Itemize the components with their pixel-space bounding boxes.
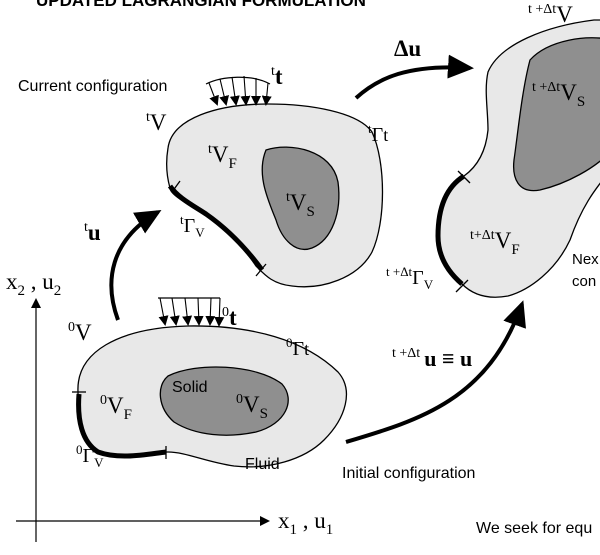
displacement-u-label: tu bbox=[84, 220, 101, 245]
initial-traction-arrows bbox=[158, 297, 225, 327]
current-boundary-tick-2 bbox=[255, 263, 267, 277]
initial-configuration bbox=[72, 297, 347, 468]
current-traction-arrows bbox=[205, 75, 272, 106]
initial-volume-label: 0V bbox=[68, 320, 92, 345]
next-solid-region bbox=[512, 37, 600, 192]
next-gamma-v-label: t +ΔtΓV bbox=[386, 264, 434, 292]
initial-traction-label: 0t bbox=[222, 305, 237, 330]
incremental-displacement-label: Δu bbox=[394, 36, 421, 61]
current-solid-region bbox=[261, 146, 340, 250]
x-axis-label: x1 , u1 bbox=[278, 508, 333, 538]
next-solid-volume-label: t +ΔtVS bbox=[532, 80, 585, 110]
next-boundary-tick-1 bbox=[457, 170, 471, 184]
current-boundary-tick-1 bbox=[171, 180, 181, 193]
next-configuration bbox=[435, 19, 600, 298]
initial-gamma-v-boundary bbox=[76, 393, 167, 459]
displacement-u-arrow bbox=[109, 209, 162, 321]
current-volume-label: tV bbox=[146, 110, 167, 135]
next-volume-label: t +ΔtV bbox=[528, 2, 573, 27]
current-traction-label: tt bbox=[271, 64, 283, 89]
current-gamma-t-label: tΓt bbox=[368, 121, 388, 146]
next-boundary-tick-2 bbox=[455, 279, 469, 293]
incremental-displacement-arrow bbox=[354, 54, 474, 100]
current-solid-volume-label: tVS bbox=[286, 190, 315, 220]
solid-label: Solid bbox=[172, 379, 208, 396]
initial-solid-region bbox=[159, 366, 289, 436]
current-configuration bbox=[166, 75, 384, 288]
current-fluid-volume-label: tVF bbox=[208, 142, 237, 172]
next-fluid-volume-label: t+ΔtVF bbox=[470, 228, 520, 258]
next-gamma-v-boundary bbox=[435, 173, 466, 286]
initial-gamma-t-label: 0Γt bbox=[286, 335, 309, 360]
page-title: UPDATED LAGRANGIAN FORMULATION bbox=[36, 0, 366, 10]
total-displacement-arrow bbox=[345, 300, 526, 444]
fluid-label: Fluid bbox=[245, 456, 280, 473]
initial-fluid-volume-label: 0VF bbox=[100, 393, 132, 423]
next-configuration-caption-line1: Nex bbox=[572, 251, 599, 268]
coordinate-axes bbox=[16, 298, 270, 542]
next-configuration-caption-line2: con bbox=[572, 273, 596, 290]
initial-solid-volume-label: 0VS bbox=[236, 392, 268, 422]
current-gamma-v-label: tΓV bbox=[180, 212, 205, 240]
initial-configuration-caption: Initial configuration bbox=[342, 465, 475, 482]
current-gamma-v-boundary bbox=[167, 184, 265, 272]
initial-gamma-v-label: 0ΓV bbox=[76, 442, 104, 470]
current-configuration-caption: Current configuration bbox=[18, 78, 167, 95]
y-axis-label: x2 , u2 bbox=[6, 269, 61, 299]
footer-text: We seek for equ bbox=[476, 520, 592, 537]
